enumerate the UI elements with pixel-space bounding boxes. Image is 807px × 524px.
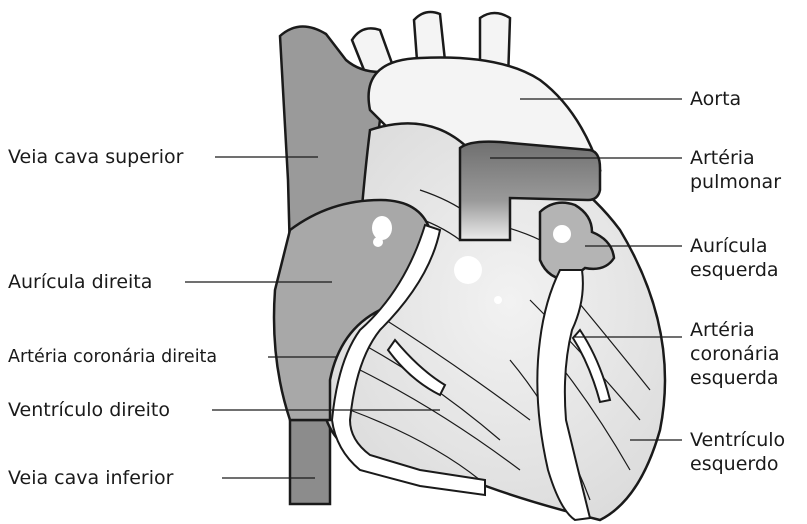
label-veia-cava-inferior: Veia cava inferior xyxy=(8,466,173,490)
label-line: coronária xyxy=(690,342,780,366)
label-veia-cava-superior: Veia cava superior xyxy=(8,145,183,169)
label-line: Aurícula xyxy=(690,234,779,258)
label-line: Ventrículo xyxy=(690,428,785,452)
label-line: esquerda xyxy=(690,258,779,282)
label-auricula-direita: Aurícula direita xyxy=(8,270,152,294)
label-line: esquerdo xyxy=(690,452,785,476)
inferior-vena-cava xyxy=(290,420,330,504)
label-aorta: Aorta xyxy=(690,87,741,111)
label-line: Artéria xyxy=(690,146,781,170)
label-line: esquerda xyxy=(690,366,780,390)
label-ventriculo-direito: Ventrículo direito xyxy=(8,398,170,422)
right-atrium-highlight xyxy=(372,216,392,240)
heart-highlight xyxy=(454,256,482,284)
label-auricula-esquerda: Aurícula esquerda xyxy=(690,234,779,282)
label-line: pulmonar xyxy=(690,170,781,194)
label-arteria-coronaria-direita: Artéria coronária direita xyxy=(8,345,217,369)
label-arteria-pulmonar: Artéria pulmonar xyxy=(690,146,781,194)
label-line: Artéria xyxy=(690,318,780,342)
label-arteria-coronaria-esquerda: Artéria coronária esquerda xyxy=(690,318,780,390)
label-ventriculo-esquerdo: Ventrículo esquerdo xyxy=(690,428,785,476)
